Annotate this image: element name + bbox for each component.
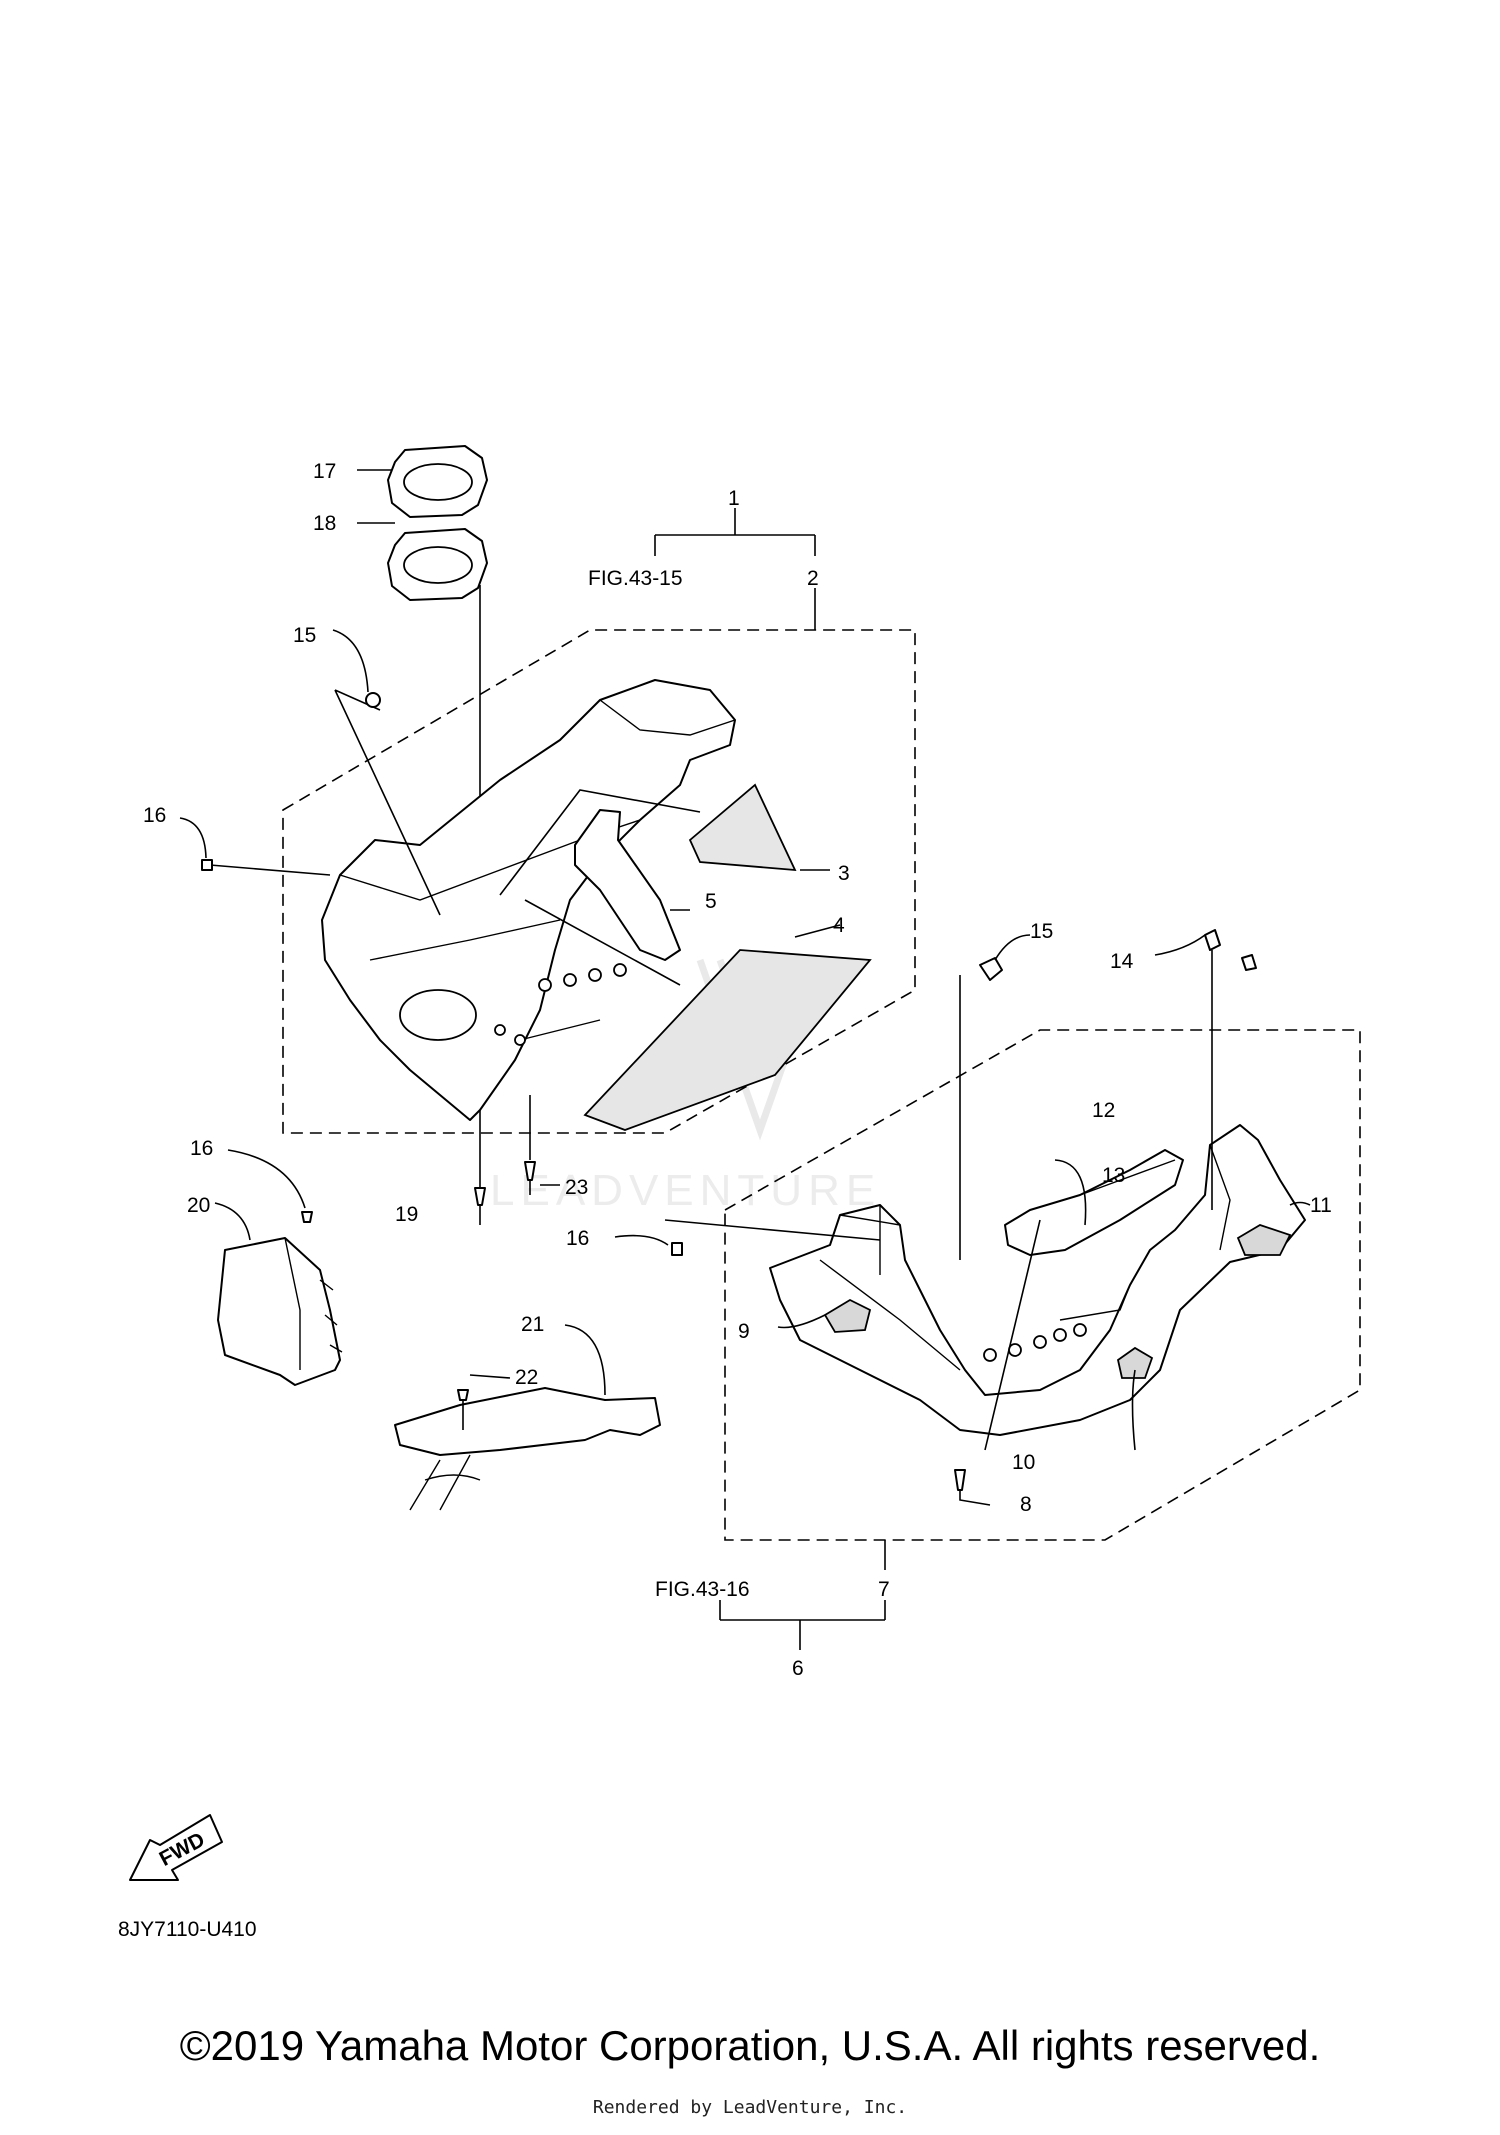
screw-16-lower [671, 1242, 683, 1256]
callout-16-side: 16 [190, 1137, 213, 1160]
callout-2: 2 [807, 567, 819, 590]
upper-assembly-boundary [282, 629, 916, 1134]
screw-22 [457, 1389, 469, 1401]
figure-ref-upper: FIG.43-15 [588, 567, 683, 590]
screw-16-side [301, 1211, 313, 1223]
gasket-17 [387, 445, 488, 518]
foam-pad-5 [574, 809, 681, 961]
clip-15-lower [979, 957, 1003, 981]
cover-13 [1004, 1149, 1184, 1256]
foam-pad-4 [583, 949, 872, 1131]
callout-16-upper: 16 [143, 804, 166, 827]
callout-14: 14 [1110, 950, 1134, 973]
callout-11: 11 [1310, 1194, 1332, 1217]
callout-9: 9 [738, 1320, 750, 1343]
callout-4: 4 [833, 914, 845, 937]
lower-cowl [769, 1124, 1306, 1436]
pad-11 [1236, 1224, 1292, 1256]
lower-assembly [614, 929, 1361, 1650]
callout-18: 18 [313, 512, 336, 535]
callout-13: 13 [1102, 1164, 1125, 1187]
screw-8 [954, 1469, 966, 1491]
upper-assembly [179, 445, 916, 1225]
callout-8: 8 [1020, 1493, 1032, 1516]
bracket-21 [394, 1324, 661, 1511]
clip-15-upper [365, 692, 381, 708]
copyright-notice: ©2019 Yamaha Motor Corporation, U.S.A. A… [179, 2022, 1321, 2069]
callout-5: 5 [705, 890, 717, 913]
rendered-by-credit: Rendered by LeadVenture, Inc. [592, 2097, 908, 2118]
callout-22: 22 [515, 1366, 538, 1389]
callout-19: 19 [395, 1203, 418, 1226]
figure-ref-lower: FIG.43-16 [655, 1578, 750, 1601]
callout-1: 1 [728, 487, 740, 510]
callout-3: 3 [838, 862, 850, 885]
callout-7: 7 [878, 1578, 890, 1601]
side-panel-20 [214, 1149, 343, 1386]
callout-15-lower: 15 [1030, 920, 1053, 943]
clip-14 [1204, 929, 1221, 951]
callout-10: 10 [1012, 1451, 1035, 1474]
pad-9 [823, 1298, 872, 1333]
watermark-text: LEADVENTURE [490, 1166, 881, 1215]
callout-16-lower: 16 [566, 1227, 589, 1250]
callout-12: 12 [1092, 1099, 1115, 1122]
screw-16-upper [201, 859, 213, 871]
drawing-number: 8JY7110-U410 [118, 1918, 257, 1941]
callout-17: 17 [313, 460, 336, 483]
callout-15-upper: 15 [293, 624, 316, 647]
callout-21: 21 [521, 1313, 544, 1336]
lower-assembly-boundary [724, 1029, 1361, 1541]
callout-labels: 1 2 3 4 5 6 7 8 9 10 11 12 13 14 15 15 1… [143, 460, 1332, 1680]
callout-20: 20 [187, 1194, 210, 1217]
foam-pad-3 [688, 783, 797, 872]
fwd-arrow-icon: FWD [129, 1814, 223, 1881]
pad-10 [1116, 1346, 1154, 1379]
callout-6: 6 [792, 1657, 804, 1680]
screw-19 [474, 1187, 486, 1206]
callout-23: 23 [565, 1176, 588, 1199]
screw-23 [524, 1161, 536, 1181]
gasket-18 [387, 528, 488, 601]
